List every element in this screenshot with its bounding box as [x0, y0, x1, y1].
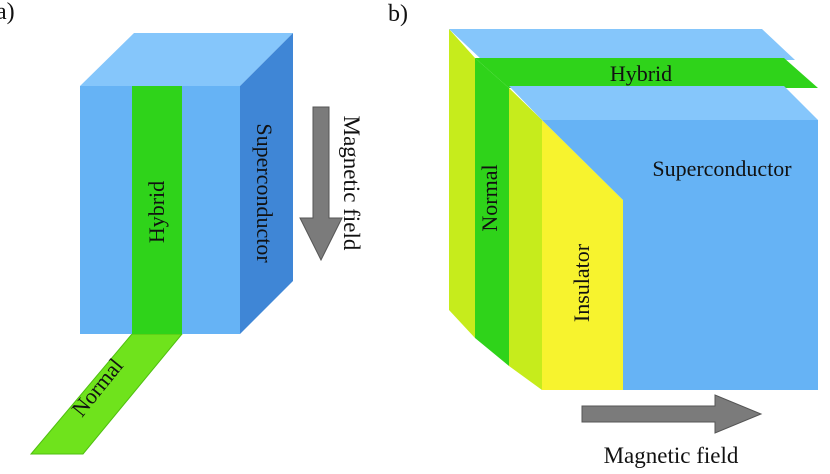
- top-face-front: [509, 86, 818, 120]
- side-normal-inner: [509, 88, 542, 390]
- panel-b-label: b): [388, 1, 408, 27]
- insulator-layer: [542, 120, 623, 390]
- hybrid-label-b: Hybrid: [610, 61, 672, 86]
- field-label-a: Magnetic field: [339, 116, 364, 251]
- hybrid-band-a: [132, 86, 182, 334]
- field-arrow-down: [299, 106, 343, 262]
- insulator-label-b: Insulator: [569, 243, 594, 322]
- cube-a-side: [240, 33, 293, 334]
- side-hybrid: [475, 58, 509, 366]
- panel-a-label: a): [0, 0, 15, 25]
- panel-a: a) Hybrid Superconductor Normal Magnetic…: [0, 0, 364, 455]
- top-face-normal-back: [449, 29, 795, 60]
- cube-a-top: [80, 33, 293, 86]
- superconductor-label-a: Superconductor: [252, 123, 277, 263]
- superconductor-front-b: [542, 120, 818, 390]
- side-normal-outer: [449, 29, 475, 338]
- field-arrow-right: [581, 394, 763, 434]
- field-label-b: Magnetic field: [604, 443, 739, 468]
- superconductor-label-b: Superconductor: [652, 156, 792, 181]
- hybrid-label-a: Hybrid: [144, 181, 169, 243]
- panel-b: b) Hybrid Superconductor Normal Insulato…: [388, 1, 818, 468]
- normal-label-b: Normal: [477, 164, 502, 231]
- top-face-hybrid: [475, 58, 818, 88]
